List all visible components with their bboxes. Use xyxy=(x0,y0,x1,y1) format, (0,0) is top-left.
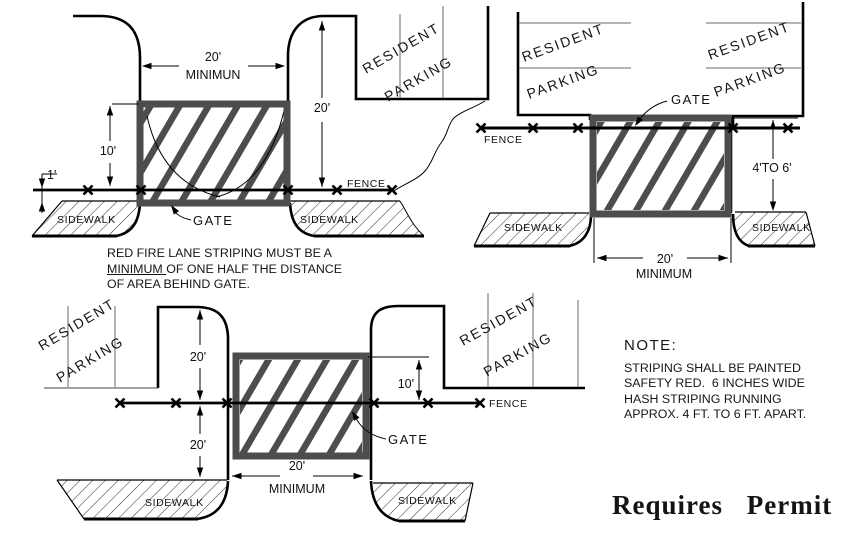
diagram-1-gate-behind-fence: RESIDENT PARKING SIDEWALK SIDEWALK xyxy=(31,6,490,238)
parking-label: PARKING xyxy=(525,61,602,102)
sidewalk-break-edge xyxy=(399,200,425,237)
parking-boundary-and-curb xyxy=(156,305,230,480)
arrowhead xyxy=(38,178,46,188)
curb-and-parking-boundary xyxy=(286,6,490,104)
gate-swing-arc xyxy=(215,110,284,198)
offset-dimension: 1' xyxy=(47,168,56,182)
arrowhead xyxy=(769,201,777,211)
diagram-2-gate-at-fence: RESIDENT PARKING RESIDENT PARKING SIDEWA… xyxy=(473,2,816,281)
diagram-3-gate-across-fence: RESIDENT PARKING RESIDENT PARKING SIDEWA… xyxy=(35,293,585,523)
requires-permit-label: Requires Permit xyxy=(612,490,833,520)
fence-label: FENCE xyxy=(484,134,523,146)
curb-line xyxy=(73,14,142,104)
height-dimension: 20' xyxy=(314,101,330,115)
gate-stripes xyxy=(240,360,362,453)
note-line: SAFETY RED. 6 INCHES WIDE xyxy=(624,376,805,391)
sidewalk-hatch xyxy=(32,201,140,236)
arrowhead xyxy=(106,176,114,186)
arrowhead xyxy=(142,62,152,70)
curb-fillet xyxy=(115,202,142,238)
curb-fillet xyxy=(369,480,400,523)
sidewalk-edge xyxy=(56,479,85,520)
dim-below-fence: 20' xyxy=(190,438,206,452)
arrowhead xyxy=(318,177,326,187)
gate-label: GATE xyxy=(671,92,711,107)
resident-label: RESIDENT xyxy=(520,20,607,65)
note-title: NOTE: xyxy=(624,337,678,354)
arrowhead xyxy=(196,310,204,320)
caption-line: RED FIRE LANE STRIPING MUST BE A xyxy=(107,246,332,260)
break-line xyxy=(393,100,486,192)
width-dimension: 20' xyxy=(289,459,305,473)
curb-fillet xyxy=(731,213,750,248)
parking-boundary-and-curb xyxy=(369,304,585,480)
stripe-depth-dimension: 10' xyxy=(100,144,116,158)
note-line: APPROX. 4 FT. TO 6 FT. APART. xyxy=(624,407,807,422)
arrowhead xyxy=(353,472,363,480)
width-dimension: 20' xyxy=(205,50,221,64)
gate-label: GATE xyxy=(388,432,428,447)
arrowhead xyxy=(415,390,423,400)
dim-above-fence: 20' xyxy=(190,350,206,364)
sidewalk-edge xyxy=(473,212,491,247)
sidewalk-hatch xyxy=(57,480,227,519)
note-line: STRIPING SHALL BE PAINTED xyxy=(624,361,801,375)
sidewalk-label: SIDEWALK xyxy=(300,214,359,226)
curb-fillet xyxy=(288,202,315,238)
arrowhead xyxy=(196,390,204,400)
parking-boundary xyxy=(731,2,805,126)
arrowhead xyxy=(196,467,204,477)
width-minimum-note: MINIMUM xyxy=(636,267,692,281)
width-dimension: 20' xyxy=(657,252,673,266)
caption-line: MINIMUM OF ONE HALF THE DISTANCE xyxy=(107,261,342,276)
gate-box-frame xyxy=(232,352,370,460)
gate-label: GATE xyxy=(193,213,233,228)
arrowhead xyxy=(318,21,326,31)
sidewalk-hatch xyxy=(372,483,473,521)
arrowhead xyxy=(275,62,285,70)
height-dimension: 4'TO 6' xyxy=(752,161,791,175)
arrowhead xyxy=(232,472,242,480)
gate-box-frame xyxy=(589,114,732,218)
caption-line: OF AREA BEHIND GATE. xyxy=(107,277,250,292)
arrowhead xyxy=(769,120,777,130)
sidewalk-hatch xyxy=(474,213,590,246)
arrowhead xyxy=(38,202,46,212)
sidewalk-label: SIDEWALK xyxy=(398,495,457,507)
resident-label: RESIDENT xyxy=(706,18,793,63)
sidewalk-edge xyxy=(31,200,63,237)
fence-label: FENCE xyxy=(347,178,386,190)
sidewalk-edge xyxy=(464,482,474,522)
red-striping-caption: RED FIRE LANE STRIPING MUST BE A MINIMUM… xyxy=(107,246,342,293)
width-minimum-note: MINIMUM xyxy=(269,482,325,496)
sidewalk-label: SIDEWALK xyxy=(504,222,563,234)
sidewalk-label: SIDEWALK xyxy=(752,222,811,234)
fence-label: FENCE xyxy=(489,398,528,410)
arrowhead xyxy=(597,254,607,262)
sidewalk-label: SIDEWALK xyxy=(57,214,116,226)
width-minimum-note: MINIMUN xyxy=(186,68,241,82)
note-line: HASH STRIPING RUNNING xyxy=(624,391,782,406)
arrowhead xyxy=(718,254,728,262)
gate-box-frame xyxy=(136,100,291,207)
sidewalk-edge xyxy=(805,211,816,247)
arrowhead xyxy=(196,406,204,416)
stall-lines xyxy=(519,22,801,69)
gate-stripes xyxy=(143,107,284,200)
gate-swing-arc xyxy=(146,115,221,198)
arrowhead xyxy=(106,106,114,116)
arrowhead xyxy=(415,360,423,370)
parking-label: PARKING xyxy=(712,59,789,100)
curb-fillet xyxy=(196,480,230,521)
parking-label: PARKING xyxy=(481,329,555,380)
striping-note-block: NOTE: STRIPING SHALL BE PAINTED SAFETY R… xyxy=(624,337,806,423)
curb-fillet xyxy=(568,214,593,248)
sidewalk-hatch xyxy=(733,212,815,246)
sidewalk-hatch xyxy=(290,201,424,236)
sidewalk-label: SIDEWALK xyxy=(145,497,204,509)
stripe-depth-dimension: 10' xyxy=(398,377,414,391)
